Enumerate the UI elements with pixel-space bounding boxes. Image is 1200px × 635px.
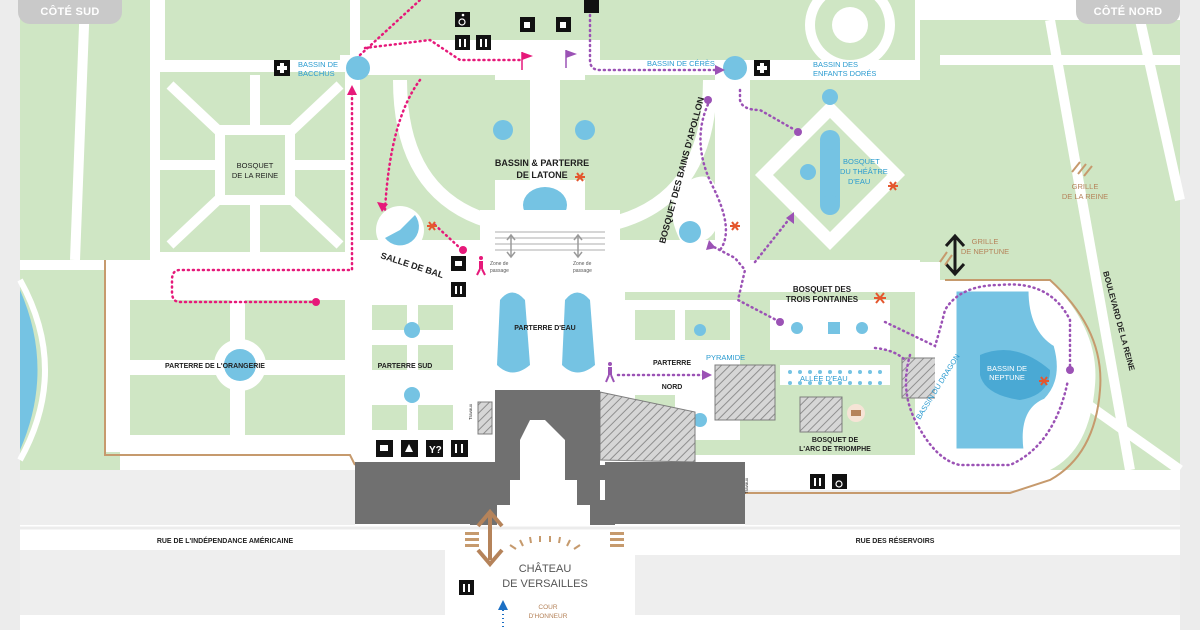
- toilets-icon: [455, 35, 470, 50]
- cote-nord-pill: CÔTÉ NORD: [1076, 0, 1180, 24]
- cafe-icon: [520, 17, 535, 32]
- cote-sud-pill: CÔTÉ SUD: [18, 0, 122, 24]
- first-aid-icon: [754, 60, 770, 76]
- label-travaux-right: Travaux: [744, 477, 749, 494]
- label-zone-passage-left-2: passage: [490, 268, 509, 274]
- label-parterre-nord-2: NORD: [662, 384, 683, 391]
- label-grille-reine-2: DE LA REINE: [1062, 192, 1108, 201]
- wheelchair-icon: [832, 474, 847, 489]
- label-chateau-1: CHÂTEAU: [519, 562, 572, 575]
- toilets-icon: [476, 35, 491, 50]
- flag-icon: [521, 52, 533, 70]
- toilets-icon: [584, 0, 599, 13]
- label-travaux-left: Travaux: [468, 403, 473, 420]
- chateau-entrance-arrow: [476, 508, 504, 568]
- label-bassin-enfants-2: ENFANTS DORÉS: [813, 69, 876, 78]
- label-theatre-eau-2: DU THÉÂTRE: [840, 167, 888, 176]
- label-zone-passage-right-2: passage: [573, 268, 592, 274]
- svg-text:Y?: Y?: [429, 445, 442, 456]
- first-aid-icon: [274, 60, 290, 76]
- toilets-icon: [451, 282, 466, 297]
- label-bosquet-reine-2: DE LA REINE: [232, 171, 278, 180]
- toilets-icon: [459, 580, 474, 595]
- label-allee-eau: ALLÉE D'EAU: [800, 374, 848, 383]
- pedestrian-icon: [476, 256, 486, 276]
- flag-icon: [565, 50, 577, 68]
- label-latone-1: BASSIN & PARTERRE: [495, 158, 589, 168]
- label-rue-reservoirs: RUE DES RÉSERVOIRS: [856, 536, 935, 545]
- label-parterre-nord-1: PARTERRE: [653, 360, 691, 367]
- label-bassin-bacchus-1: BASSIN DE: [298, 60, 338, 69]
- restaurant-icon: [847, 404, 865, 422]
- label-theatre-eau-1: BOSQUET: [843, 157, 880, 166]
- label-zone-passage-right-1: Zone de: [573, 261, 592, 267]
- label-bassin-neptune-1: BASSIN DE: [987, 364, 1027, 373]
- label-grille-reine-1: GRILLE: [1072, 182, 1099, 191]
- label-grille-neptune-2: DE NEPTUNE: [961, 247, 1009, 256]
- label-rue-independance: RUE DE L'INDÉPENDANCE AMÉRICAINE: [157, 536, 294, 545]
- service-icons-row: Y?: [376, 440, 468, 457]
- label-bassin-ceres: BASSIN DE CÉRÈS: [647, 59, 715, 68]
- cafe-icon: [556, 17, 571, 32]
- label-latone-2: DE LATONE: [516, 170, 567, 180]
- label-bassin-enfants-1: BASSIN DES: [813, 60, 858, 69]
- label-grille-neptune-1: GRILLE: [972, 237, 999, 246]
- label-bosquet-reine-1: BOSQUET: [237, 161, 274, 170]
- purple-route: [588, 0, 1072, 467]
- label-cour-honneur-1: COUR: [538, 604, 557, 611]
- grille-neptune-arrow: [944, 233, 966, 277]
- label-parterre-orangerie: PARTERRE DE L'ORANGERIE: [165, 363, 265, 370]
- label-pyramide: PYRAMIDE: [706, 353, 745, 362]
- label-cour-honneur-2: D'HONNEUR: [529, 613, 568, 620]
- toilets-icon: [810, 474, 825, 489]
- wheelchair-icon: [455, 12, 470, 27]
- label-parterre-sud: PARTERRE SUD: [378, 363, 433, 370]
- label-theatre-eau-3: D'EAU: [848, 177, 870, 186]
- label-bassin-bacchus-2: BACCHUS: [298, 69, 335, 78]
- pink-route: [170, 0, 522, 304]
- label-parterre-eau: PARTERRE D'EAU: [514, 325, 575, 332]
- label-chateau-2: DE VERSAILLES: [502, 578, 588, 590]
- label-bassin-neptune-2: NEPTUNE: [989, 373, 1025, 382]
- cafe-icon: [451, 256, 466, 271]
- label-trois-fontaines-1: BOSQUET DES: [793, 285, 852, 294]
- pedestrian-icon: [605, 362, 615, 383]
- chateau-building: [355, 390, 745, 525]
- label-zone-passage-left-1: Zone de: [490, 261, 509, 267]
- label-arc-triomphe-2: L'ARC DE TRIOMPHE: [799, 446, 871, 453]
- label-trois-fontaines-2: TROIS FONTAINES: [786, 295, 859, 304]
- label-arc-triomphe-1: BOSQUET DE: [812, 437, 859, 444]
- highlight-stars: [427, 172, 1049, 386]
